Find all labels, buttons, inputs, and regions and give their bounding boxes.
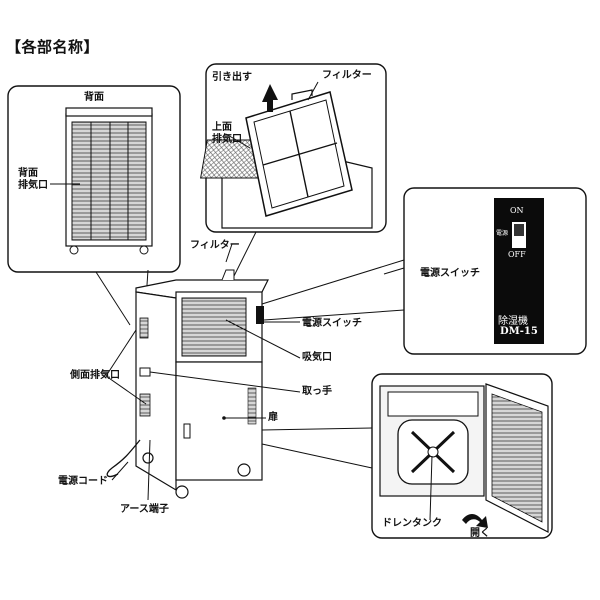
drain-tank-label: ドレンタンク — [382, 518, 442, 529]
filter-label: フィルター — [190, 240, 240, 251]
switch-panel-callout — [403, 187, 587, 355]
switch-name-text: 電源 — [496, 230, 509, 237]
switch-off-text: OFF — [508, 250, 526, 259]
intake-label: 吸気口 — [302, 352, 332, 363]
pull-out-label: 引き出す — [212, 72, 252, 83]
switch-on-text: ON — [510, 206, 524, 215]
back-label: 背面 — [84, 92, 104, 103]
ground-terminal-label: アース端子 — [120, 504, 169, 515]
power-switch-callout-label: 電源スイッチ — [420, 268, 480, 279]
back-view-panel — [7, 85, 181, 273]
handle-label: 取っ手 — [302, 386, 332, 397]
dehumidifier-main-unit — [106, 269, 269, 499]
model-text: DM-15 — [500, 326, 538, 337]
top-filter-panel — [200, 63, 387, 233]
open-label: 開く — [470, 528, 490, 539]
top-exhaust-label: 上面 排気口 — [212, 122, 242, 145]
page-title: 【各部名称】 — [6, 38, 100, 56]
product-name-text: 除湿機 — [498, 316, 528, 327]
drain-tank-callout — [371, 373, 553, 539]
filter-top-label: フィルター — [322, 70, 372, 81]
side-exhaust-label: 側面排気口 — [70, 370, 120, 381]
door-label: 扉 — [268, 412, 278, 423]
back-exhaust-label: 背面 排気口 — [18, 168, 48, 191]
power-cord-label: 電源コード — [58, 476, 108, 487]
power-switch-label: 電源スイッチ — [302, 318, 362, 329]
